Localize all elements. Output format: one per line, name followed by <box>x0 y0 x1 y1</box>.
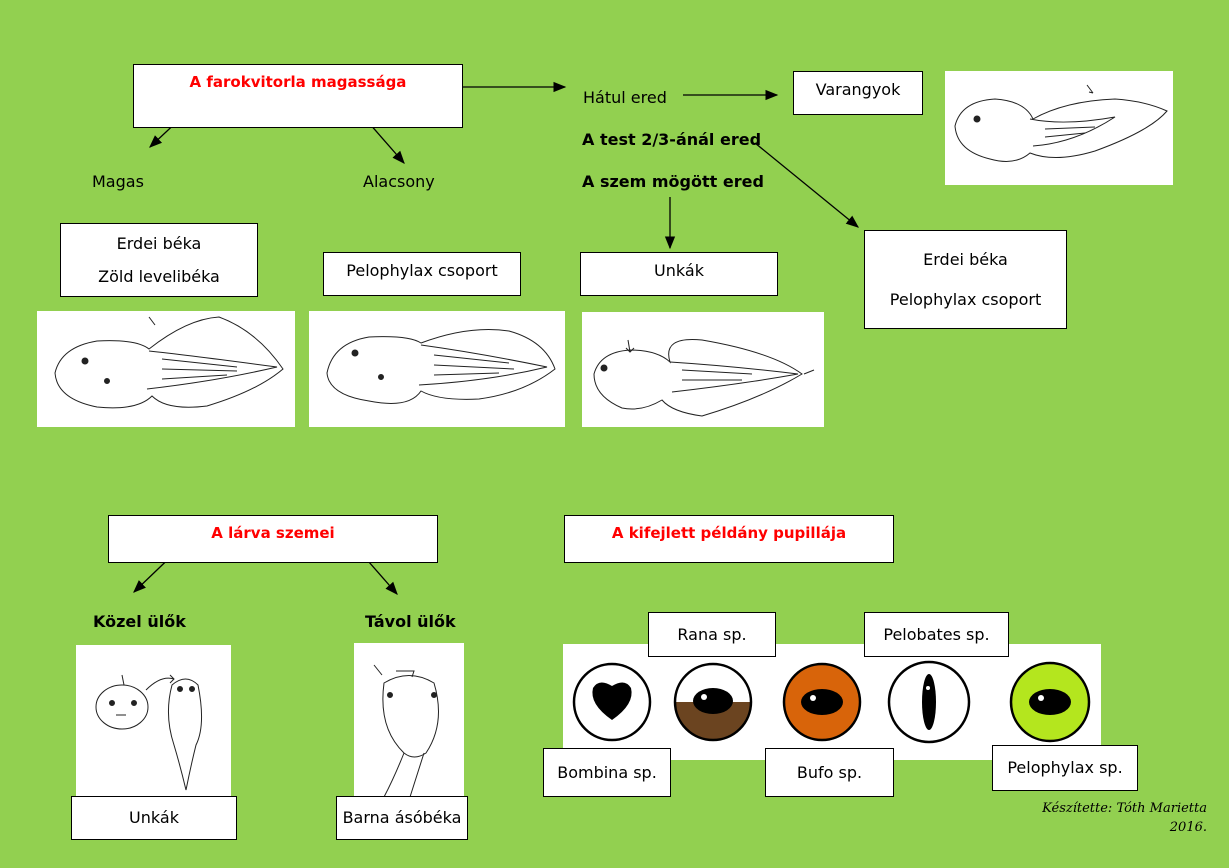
label-tavol-ulok: Távol ülők <box>365 612 456 631</box>
high-species-box: Erdei béka Zöld levelibéka <box>60 223 258 297</box>
tadpole-drawing-high <box>37 311 295 427</box>
tadpole-behind-eye-icon <box>593 338 815 417</box>
label-bombina: Bombina sp. <box>557 762 657 782</box>
tadpole-toad-icon <box>954 84 1168 162</box>
tadpole-drawing-low <box>309 311 565 427</box>
pelobates-box: Pelobates sp. <box>864 612 1009 657</box>
larva-eyes-title-box: A lárva szemei <box>108 515 438 563</box>
label-hatul-ered: Hátul ered <box>583 88 667 107</box>
species-erdei-beka-2: Erdei béka <box>923 250 1008 270</box>
credit-author: Készítette: Tóth Marietta <box>1042 801 1207 816</box>
eye-pelobates-icon <box>887 660 971 744</box>
label-bufo: Bufo sp. <box>796 762 863 782</box>
tadpole-low-icon <box>326 329 556 404</box>
larva-far-icon <box>373 664 439 798</box>
pupil-panel <box>563 644 1101 760</box>
arrow-to-erdei-pelophylax <box>754 142 860 228</box>
tail-fin-title: A farokvitorla magassága <box>189 73 407 91</box>
eye-bombina-icon <box>572 662 652 742</box>
label-alacsony: Alacsony <box>363 172 435 191</box>
species-erdei-beka: Erdei béka <box>116 233 202 253</box>
tadpole-high-icon <box>54 316 284 409</box>
larva-eyes-title: A lárva szemei <box>211 524 335 542</box>
label-pelobates: Pelobates sp. <box>883 624 990 644</box>
label-kozel-ulok: Közel ülők <box>93 612 186 631</box>
toads-label: Varangyok <box>815 80 901 99</box>
label-two-thirds: A test 2/3-ánál ered <box>582 130 762 149</box>
behind-eye-species-box: Unkák <box>580 252 778 296</box>
credit: Készítette: Tóth Marietta 2016. <box>1042 800 1207 838</box>
tail-fin-title-box: A farokvitorla magassága <box>133 64 463 128</box>
larva-near-icon <box>95 674 202 791</box>
credit-year: 2016. <box>1169 819 1207 835</box>
pupil-title: A kifejlett példány pupillája <box>611 524 847 542</box>
pupil-eyes-svg <box>572 660 1091 744</box>
eye-bufo-icon <box>782 662 862 742</box>
bombina-box: Bombina sp. <box>543 748 671 797</box>
near-species-box: Unkák <box>71 796 237 840</box>
species-barna-asobeka: Barna ásóbéka <box>342 808 462 828</box>
two-thirds-species-box: Erdei béka Pelophylax csoport <box>864 230 1067 329</box>
species-zold-levelibeka: Zöld levelibéka <box>98 267 220 286</box>
eye-rana-icon <box>673 662 753 742</box>
bufo-box: Bufo sp. <box>765 748 894 797</box>
pelophylax-box: Pelophylax sp. <box>992 745 1138 791</box>
tadpole-drawing-behind-eye <box>582 312 824 427</box>
larva-drawing-far <box>354 643 464 798</box>
low-species-box: Pelophylax csoport <box>323 252 521 296</box>
eye-pelophylax-icon <box>1009 661 1091 743</box>
species-unkak-2: Unkák <box>129 808 179 828</box>
larva-drawing-near <box>76 645 231 797</box>
rana-box: Rana sp. <box>648 612 776 657</box>
far-species-box: Barna ásóbéka <box>336 796 468 840</box>
label-pelophylax: Pelophylax sp. <box>1007 758 1123 778</box>
species-pelophylax-csoport: Pelophylax csoport <box>346 261 498 280</box>
species-pelophylax-csoport-2: Pelophylax csoport <box>889 289 1042 309</box>
pupil-title-box: A kifejlett példány pupillája <box>564 515 894 563</box>
toads-box: Varangyok <box>793 71 923 115</box>
tadpole-drawing-toad <box>945 71 1173 185</box>
label-rana: Rana sp. <box>677 624 747 644</box>
label-behind-eye: A szem mögött ered <box>582 172 764 191</box>
label-magas: Magas <box>92 172 144 191</box>
species-unkak: Unkák <box>654 261 704 280</box>
